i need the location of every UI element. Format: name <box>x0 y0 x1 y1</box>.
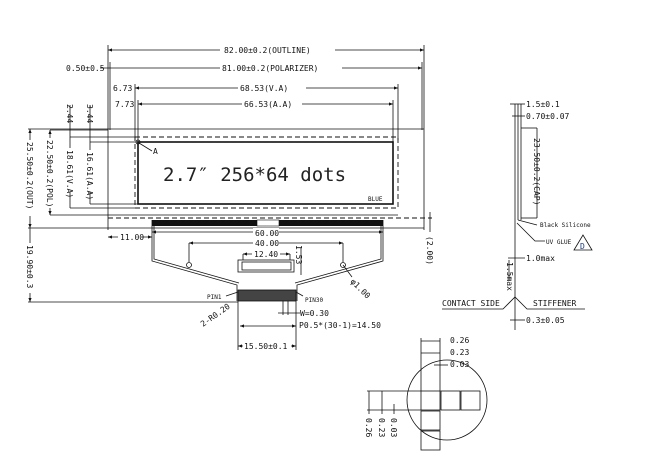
pin1-label: PIN1 <box>207 294 222 301</box>
uv-glue-mark: D <box>580 242 585 251</box>
uv-glue-label: UV GLUE <box>546 239 572 246</box>
side-t3: 0.3±0.05 <box>526 316 565 325</box>
dim-fpc-60: 60.00 <box>255 229 279 238</box>
pin-pitch: P0.5*(30-1)=14.50 <box>299 321 381 330</box>
dim-pol-height: 22.50±0.2(POL) <box>45 140 54 207</box>
side-view: 1.5±0.1 0.70±0.07 23.50±0.2(CAP) Black S… <box>442 100 593 330</box>
detail-h23: 0.23 <box>450 348 469 357</box>
point-a-label: A <box>153 147 158 156</box>
max-1: 1.0max <box>526 254 555 263</box>
detail-v26: 0.26 <box>364 418 373 437</box>
top-dimensions: 82.00±0.2(OUTLINE) 81.00±0.2(POLARIZER) … <box>66 44 425 230</box>
dim-gap: (2.00) <box>425 236 434 265</box>
stiffener-label: STIFFENER <box>533 299 577 308</box>
corner-radius: 2-R0.20 <box>199 302 232 329</box>
pin-detail: 0.26 0.23 0.03 0.26 0.23 0.03 <box>364 336 488 451</box>
dim-polarizer-width: 81.00±0.2(POLARIZER) <box>222 64 318 73</box>
contact-side-label: CONTACT SIDE <box>442 299 500 308</box>
black-silicone-label: Black Silicone <box>540 222 591 229</box>
tail-width: 15.50±0.1 <box>244 342 288 351</box>
dim-va-top: 2.44 <box>65 104 74 123</box>
color-label: BLUE <box>368 196 383 203</box>
dim-fpc-40: 40.00 <box>255 239 279 248</box>
detail-v03: 0.03 <box>389 418 398 437</box>
pin30-label: PIN30 <box>305 297 323 304</box>
dim-fpc-offset: 11.00 <box>120 233 144 242</box>
dim-polarizer-offset: 0.50±0.5 <box>66 64 105 73</box>
cap-thickness: 23.50±0.2(CAP) <box>532 138 541 205</box>
dim-aa-top: 3.44 <box>85 104 94 123</box>
dim-outline-width: 82.00±0.2(OUTLINE) <box>224 46 311 55</box>
dim-va-offset: 6.73 <box>113 84 132 93</box>
dim-aa-width: 66.53(A.A) <box>244 100 292 109</box>
detail-h26: 0.26 <box>450 336 469 345</box>
dim-va-height: 18.61(V.A) <box>65 150 74 198</box>
pin-width: W=0.30 <box>300 309 329 318</box>
display-text: 2.7″ 256*64 dots <box>163 164 346 186</box>
side-t1: 1.5±0.1 <box>526 100 560 109</box>
dim-outline-height: 25.50±0.2(OUT) <box>25 142 34 209</box>
side-t2: 0.70±0.07 <box>526 112 570 121</box>
detail-v23: 0.23 <box>377 418 386 437</box>
left-dimensions: 25.50±0.2(OUT) 22.50±0.2(POL) 18.61(V.A)… <box>25 104 434 303</box>
active-area <box>137 141 394 205</box>
dim-aa-height: 16.61(A.A) <box>85 152 94 200</box>
dim-va-width: 68.53(V.A) <box>240 84 288 93</box>
dim-fpc-12: 12.40 <box>254 250 278 259</box>
dim-aa-offset: 7.73 <box>115 100 134 109</box>
detail-h03: 0.03 <box>450 360 469 369</box>
dim-fpc-length: 19.90±0.3 <box>25 245 34 289</box>
fpc: 60.00 40.00 12.40 1.53 φ1.00 PIN1 PIN30 … <box>151 219 384 351</box>
max-15: 1.5max <box>505 262 514 291</box>
dim-fpc-153: 1.53 <box>294 245 303 264</box>
hole-diameter: φ1.00 <box>349 277 373 301</box>
